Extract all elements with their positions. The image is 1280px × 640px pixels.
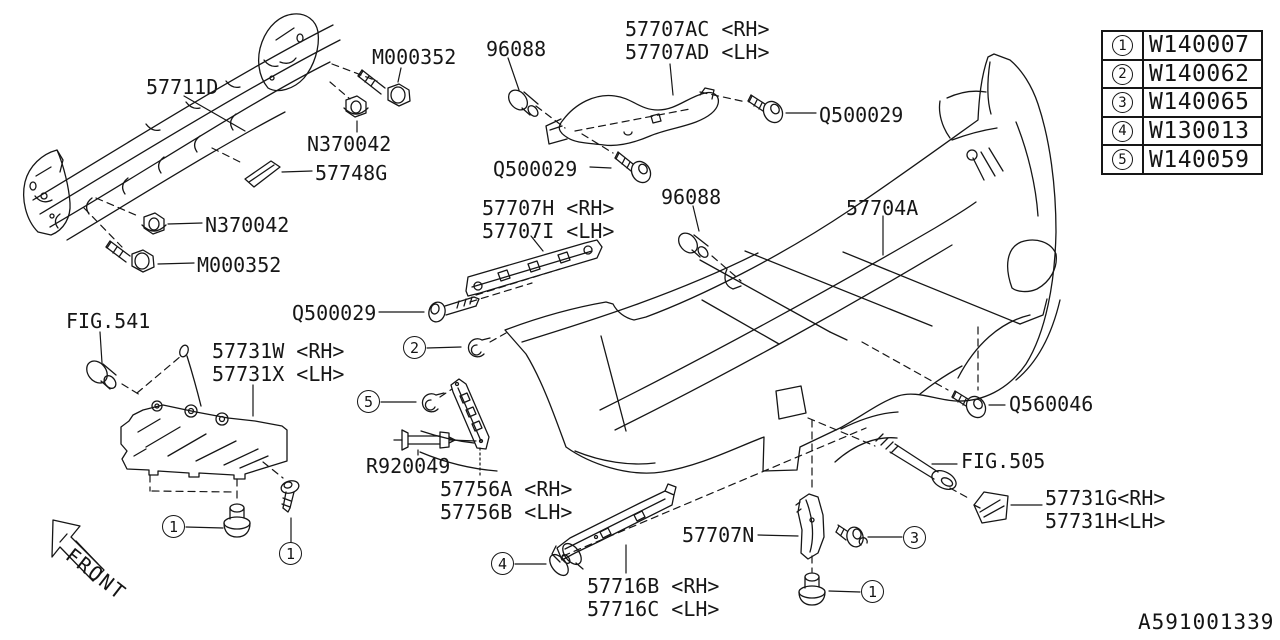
- fastener-table-row: 1 W140007: [1101, 30, 1263, 61]
- part-label-96088-upper: 96088: [486, 37, 547, 61]
- part-label-57716b-c: 57716B <RH> 57716C <LH>: [587, 574, 720, 621]
- fastener-table-row: 5 W140059: [1101, 144, 1263, 175]
- part-label-m000352-lower: M000352: [197, 253, 282, 277]
- part-label-fig505: FIG.505: [961, 449, 1046, 473]
- part-label-57748g: 57748G: [315, 161, 388, 185]
- retainer-plate-drawing: [244, 160, 281, 188]
- fastener-num-badge: 2: [1112, 63, 1133, 85]
- part-label-q500029-left: Q500029: [292, 301, 377, 325]
- corner-spacer-drawing: [973, 491, 1009, 524]
- circle-callout-2: 2: [403, 336, 426, 359]
- part-label-57756a-b: 57756A <RH> 57756B <LH>: [440, 477, 573, 524]
- nut-n370042-upper-drawing: [343, 95, 369, 118]
- anchor-clip-4-drawing: [549, 542, 584, 577]
- side-bracket-drawing: [465, 239, 603, 297]
- part-label-fig541: FIG.541: [66, 309, 151, 333]
- part-label-n370042-upper: N370042: [307, 132, 392, 156]
- mud-guard-drawing: [120, 344, 288, 480]
- circle-callout-5: 5: [357, 390, 380, 413]
- front-arrow-icon: [51, 519, 105, 582]
- circle-callout-1: 1: [279, 542, 302, 565]
- drawing-number: A591001339: [1138, 610, 1275, 634]
- part-label-q500029-right: Q500029: [819, 103, 904, 127]
- fastener-table-body: 1 W140007 2 W140062 3 W140065 4 W130013 5 W140059: [1101, 30, 1263, 175]
- circle-callout-3: 3: [903, 526, 926, 549]
- fastener-table-row: 4 W130013: [1101, 115, 1263, 147]
- part-label-57707n: 57707N: [682, 523, 755, 547]
- clip-2-drawing: [467, 337, 491, 358]
- nut-n370042-lower-drawing: [141, 212, 167, 235]
- fastener-num-cell: 3: [1101, 87, 1144, 118]
- part-label-r920049: R920049: [366, 454, 451, 478]
- clip-5-drawing: [421, 392, 445, 413]
- screw-1-mid-drawing: [280, 480, 300, 513]
- fastener-table-row: 2 W140062: [1101, 58, 1263, 90]
- dashed-lines: [83, 63, 979, 573]
- fastener-table: 1 W140007 2 W140062 3 W140065 4 W130013 5 W140059: [1101, 30, 1263, 175]
- screw-q500029-left-drawing: [428, 296, 480, 323]
- upper-bracket-drawing: [545, 87, 720, 147]
- fastener-num-cell: 1: [1101, 30, 1144, 61]
- screw-q560046-drawing: [951, 390, 987, 419]
- fastener-code-cell: W140065: [1142, 87, 1263, 118]
- part-label-57704a: 57704A: [846, 196, 919, 220]
- grommet-1-right-drawing: [798, 572, 826, 606]
- part-label-q500029-mid: Q500029: [493, 157, 578, 181]
- circle-callout-1: 1: [162, 515, 185, 538]
- part-label-96088-mid: 96088: [661, 185, 722, 209]
- part-label-57731g-h: 57731G<RH> 57731H<LH>: [1045, 486, 1166, 533]
- part-label-57731w-x: 57731W <RH> 57731X <LH>: [212, 339, 345, 386]
- clip-96088-upper-drawing: [507, 89, 539, 117]
- fig541-clip-drawing: [86, 360, 117, 390]
- fastener-num-badge: 4: [1112, 120, 1133, 142]
- bolt-m000352-lower-drawing: [105, 240, 155, 273]
- bumper-beam-drawing: [23, 13, 341, 241]
- part-label-m000352-upper: M000352: [372, 45, 457, 69]
- circle-callout-1: 1: [861, 580, 884, 603]
- fastener-code-cell: W140059: [1142, 144, 1263, 175]
- part-label-n370042-lower: N370042: [205, 213, 290, 237]
- r920049-bolt-drawing: [393, 429, 456, 451]
- fastener-num-cell: 5: [1101, 144, 1144, 175]
- screw-q500029-right-drawing: [747, 94, 784, 124]
- fastener-code-cell: W130013: [1142, 115, 1263, 147]
- circle-callout-4: 4: [491, 552, 514, 575]
- part-label-57707h-i: 57707H <RH> 57707I <LH>: [482, 196, 615, 243]
- fastener-code-cell: W140062: [1142, 58, 1263, 90]
- fig505-bolt-drawing: [875, 433, 957, 490]
- fastener-code-cell: W140007: [1142, 30, 1263, 61]
- part-label-57707ac-ad: 57707AC <RH> 57707AD <LH>: [625, 17, 770, 64]
- fastener-num-badge: 1: [1112, 35, 1133, 57]
- grommet-1-left-drawing: [223, 503, 251, 538]
- fastener-num-badge: 3: [1112, 92, 1133, 114]
- corner-bracket-drawing: [795, 493, 825, 560]
- screw-3-drawing: [835, 524, 868, 548]
- fastener-table-row: 3 W140065: [1101, 87, 1263, 118]
- fastener-num-badge: 5: [1112, 149, 1133, 171]
- clip-96088-mid-drawing: [677, 232, 709, 258]
- part-label-57711d: 57711D: [146, 75, 219, 99]
- part-label-q560046: Q560046: [1009, 392, 1094, 416]
- bolt-m000352-upper-drawing: [357, 69, 411, 107]
- fastener-num-cell: 2: [1101, 58, 1144, 90]
- screw-q500029-mid-drawing: [614, 151, 652, 184]
- leader-lines: [99, 57, 1043, 593]
- fastener-num-cell: 4: [1101, 115, 1144, 147]
- side-spacer-drawing: [450, 378, 490, 450]
